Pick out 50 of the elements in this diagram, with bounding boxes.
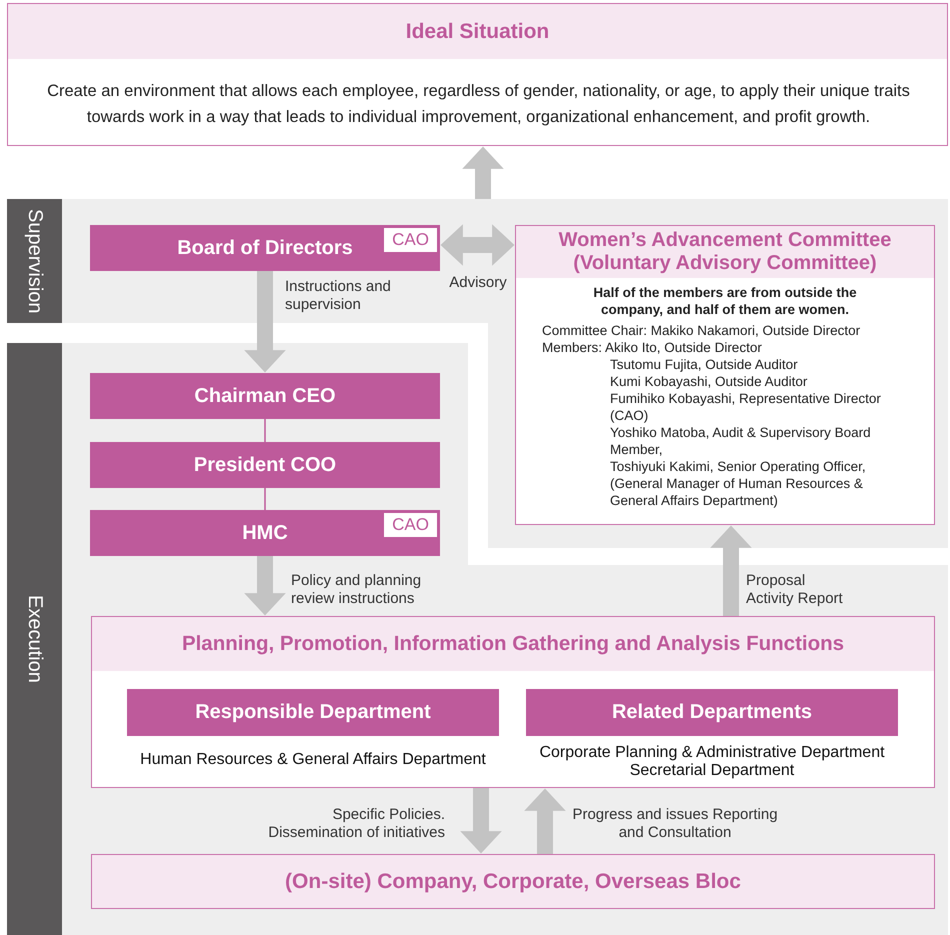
block-arrow xyxy=(244,556,286,616)
block-arrow xyxy=(710,526,752,616)
member-entry: Members: Akiko Ito, Outside Director xyxy=(542,339,763,356)
member-entry: Yoshiko Matoba, Audit & Supervisory Board Member, xyxy=(610,424,872,458)
department-name: Corporate Planning & Administrative Department xyxy=(538,744,886,762)
edge-label: Advisory xyxy=(448,274,508,292)
role-title: President COO xyxy=(192,452,338,478)
organization-box xyxy=(91,854,935,909)
member-entry: Committee Chair: Makiko Nakamori, Outside Director xyxy=(542,322,862,339)
role-box xyxy=(90,510,440,556)
role-box xyxy=(90,225,440,271)
section-label: Supervision xyxy=(23,208,47,316)
connector-line xyxy=(264,488,266,510)
heading: (On-site) Company, Corporate, Overseas Bloc xyxy=(284,868,742,894)
block-arrow xyxy=(460,788,502,854)
role-box xyxy=(90,442,440,488)
committee-box xyxy=(515,225,935,525)
block-arrow xyxy=(440,224,514,266)
member-entry: Toshiyuki Kakimi, Senior Operating Officer, (General Manager of Human Resources & General Affairs Department) xyxy=(610,458,867,509)
badge-text: CAO xyxy=(391,514,430,536)
heading: Planning, Promotion, Information Gathering and Analysis Functions xyxy=(182,632,844,656)
member-entry: Fumihiko Kobayashi, Representative Director (CAO) xyxy=(610,390,882,424)
section-label: Execution xyxy=(23,594,47,685)
block-arrow xyxy=(462,146,504,199)
member-entry: Tsutomu Fujita, Outside Auditor xyxy=(610,356,799,373)
connector-line xyxy=(264,419,266,442)
edge-label: Proposal Activity Report xyxy=(746,572,844,608)
block-arrow xyxy=(244,271,286,372)
heading: Ideal Situation xyxy=(406,20,550,44)
badge-text: CAO xyxy=(391,229,430,251)
role-title: Chairman CEO xyxy=(193,384,337,408)
role-title: Responsible Department xyxy=(194,700,432,725)
department-name: Human Resources & General Affairs Department xyxy=(139,751,487,769)
edge-label: Instructions and supervision xyxy=(285,278,392,314)
role-badge xyxy=(384,513,437,537)
function-panel xyxy=(91,616,935,788)
edge-label: Specific Policies. Dissemination of initiatives xyxy=(267,806,445,842)
edge-label: Progress and issues Reporting and Consultation xyxy=(571,806,779,842)
role-title: Related Departments xyxy=(610,700,814,725)
edge-label: Policy and planning review instructions xyxy=(291,572,422,608)
body-text: Create an environment that allows each employee, regardless of gender, nationality, or age, to apply their unique traits towards work in a way that leads to individual improvement, organizational enhancement, and profit growth. xyxy=(46,81,911,128)
department-name: Secretarial Department xyxy=(628,762,796,780)
heading: Women’s Advancement Committee (Voluntary Advisory Committee) xyxy=(558,229,892,275)
section-band xyxy=(7,343,948,935)
member-entry: Kumi Kobayashi, Outside Auditor xyxy=(610,373,808,390)
note-text: Half of the members are from outside the company, and half of them are women. xyxy=(592,284,858,318)
goal-panel xyxy=(7,3,948,146)
block-arrow xyxy=(524,788,566,854)
role-box xyxy=(90,373,440,419)
role-badge xyxy=(384,228,437,252)
